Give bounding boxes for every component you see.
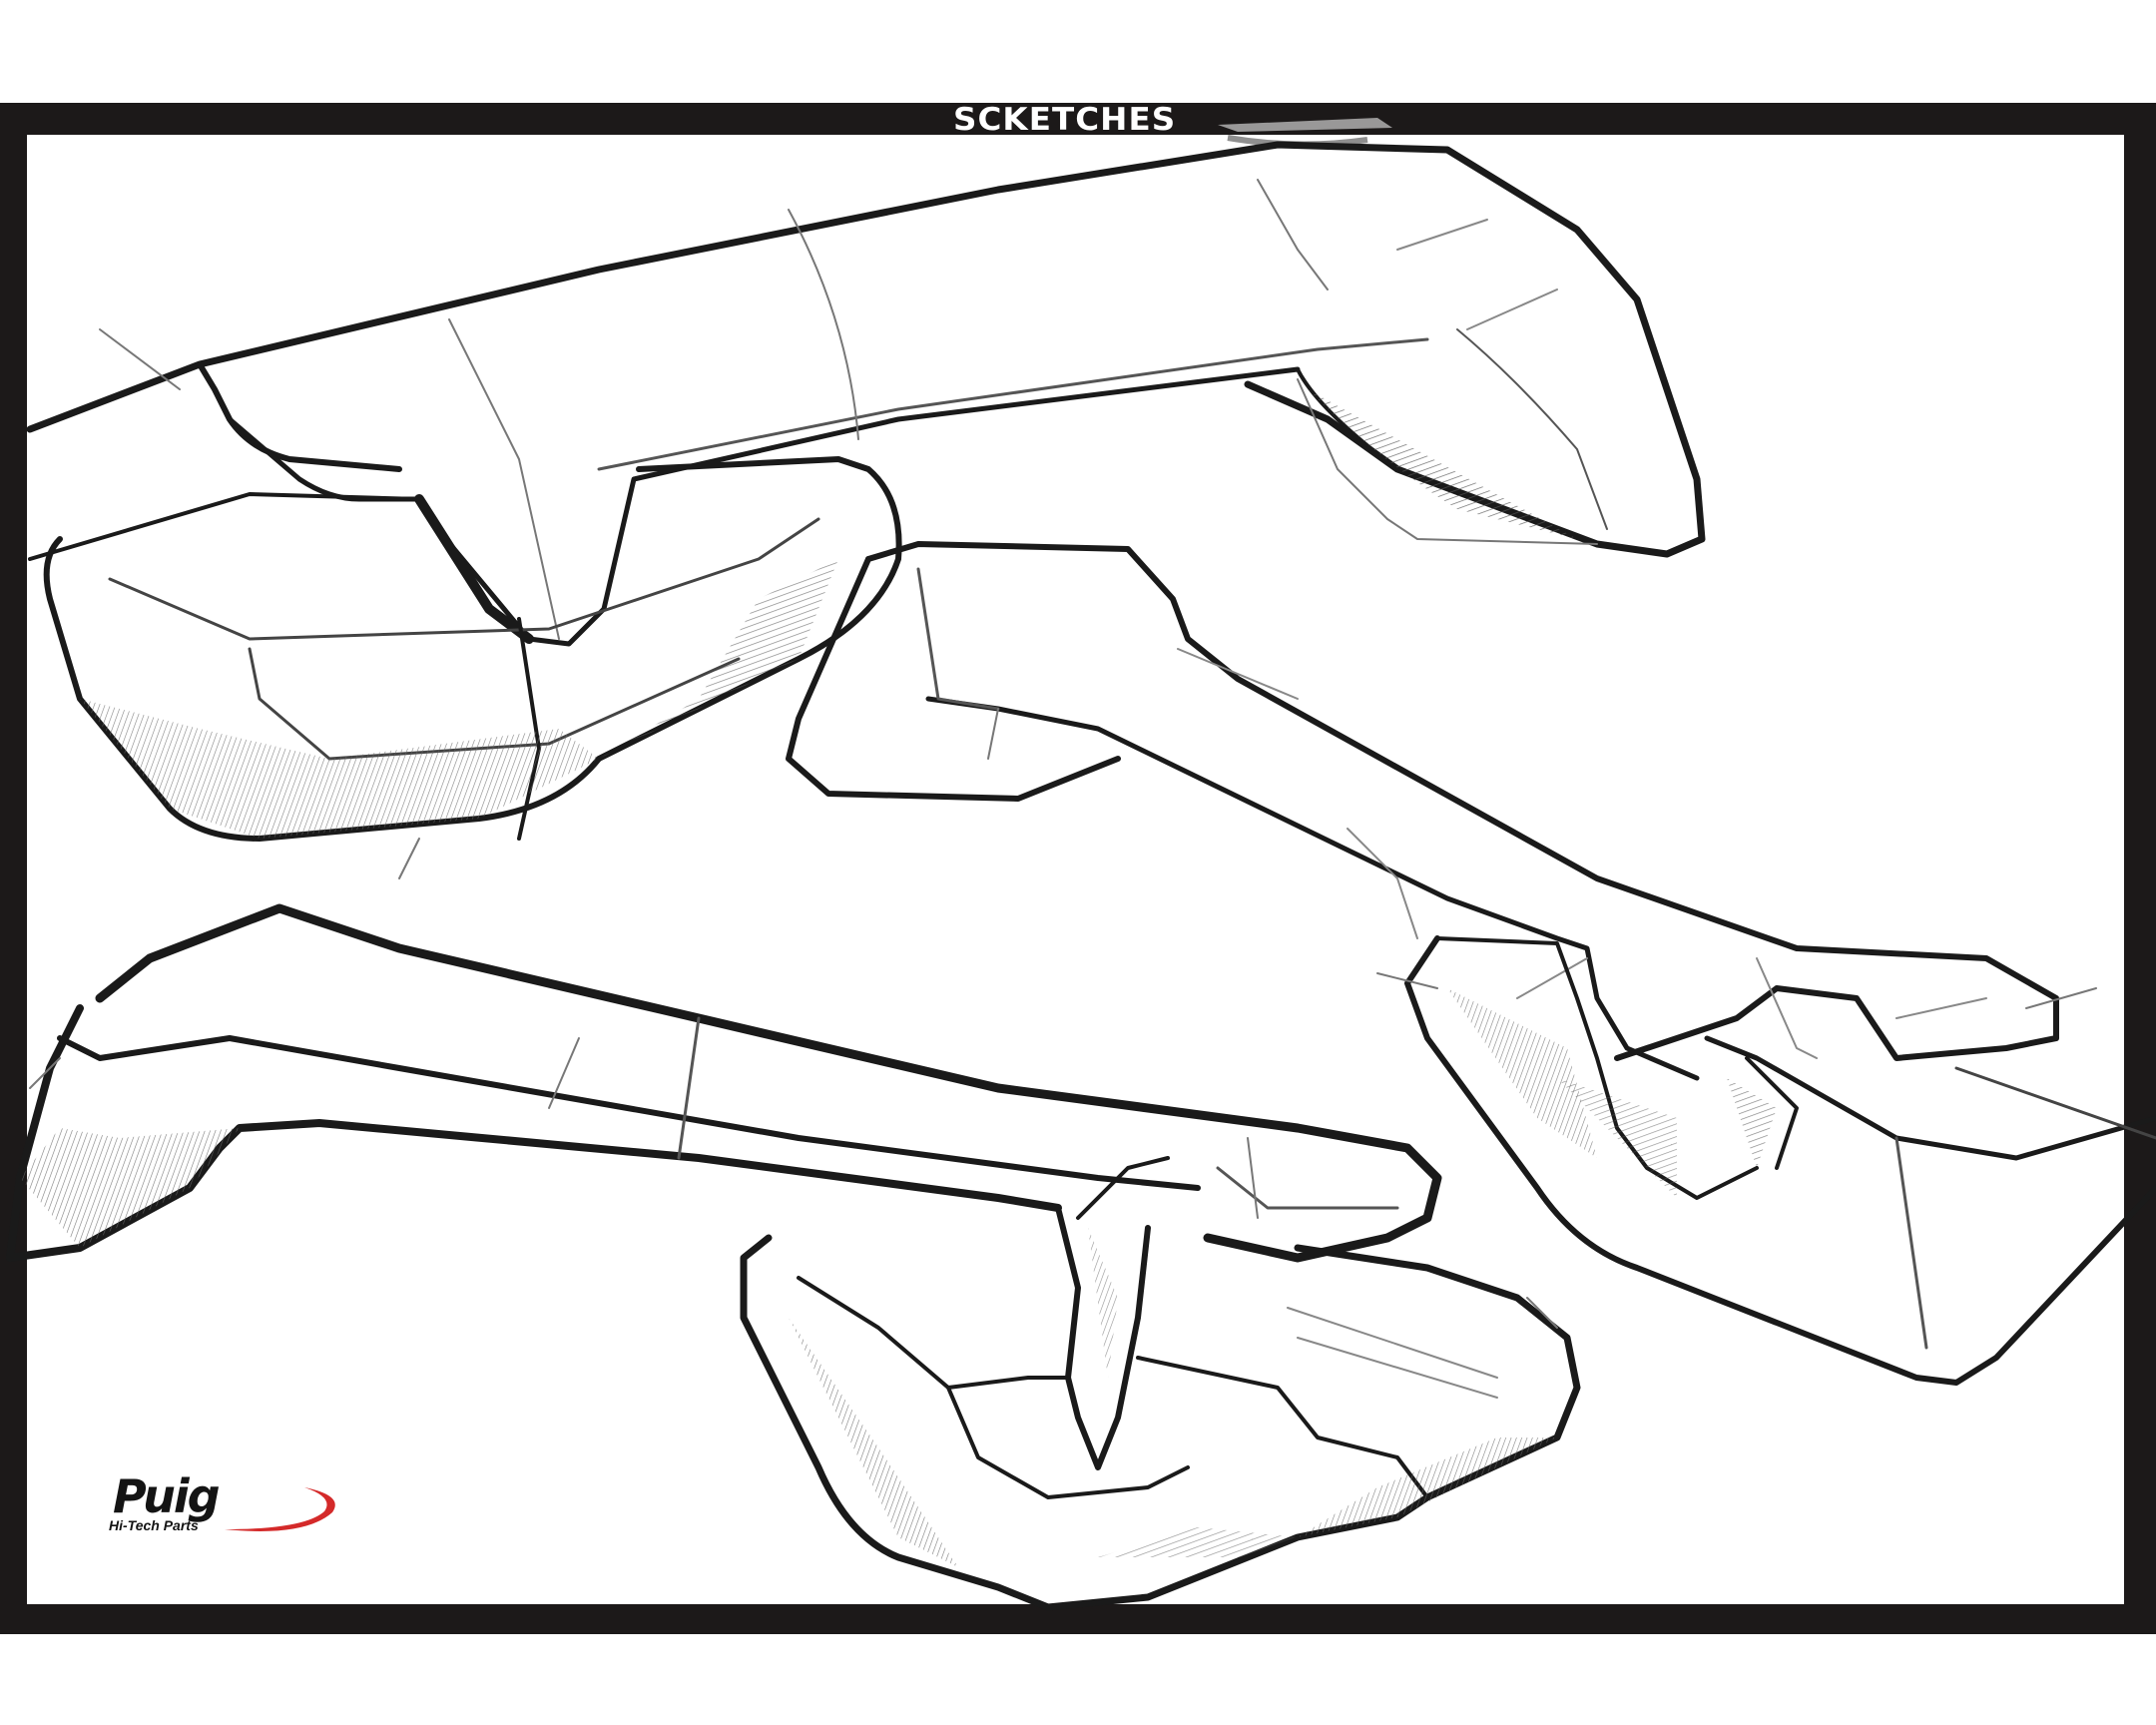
page-frame	[0, 103, 2156, 1634]
title-smudge	[1218, 118, 1392, 148]
brand-logo: Puig Hi-Tech Parts	[105, 1469, 344, 1547]
sketch-middle-base	[1376, 935, 2156, 1386]
sketch-bottom-handle	[6, 903, 1442, 1470]
logo-tagline: Hi-Tech Parts	[109, 1517, 199, 1533]
sketch-top-base	[28, 456, 902, 879]
logo-wordmark: Puig	[113, 1469, 221, 1523]
sketch-bottom-base	[740, 1234, 1581, 1611]
sketch-middle-handle	[786, 541, 2059, 1081]
page-title: SCKETCHES	[953, 102, 1177, 138]
